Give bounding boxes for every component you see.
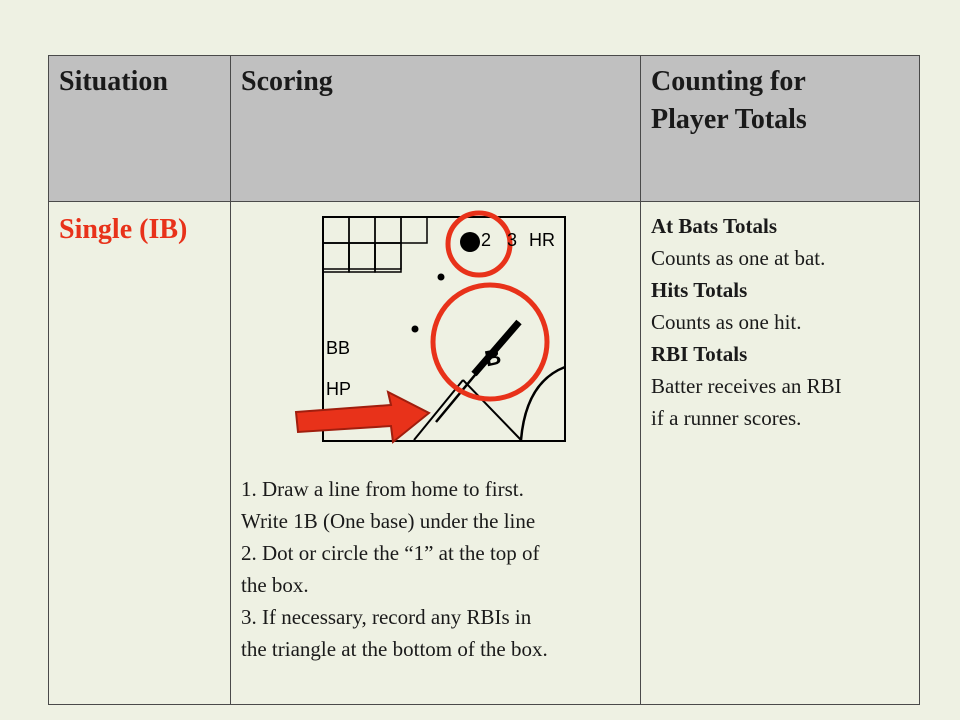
at-bats-text: Counts as one at bat. bbox=[651, 246, 826, 270]
highlight-circle-top bbox=[445, 210, 513, 278]
at-bats-title: At Bats Totals bbox=[651, 214, 778, 238]
rbi-text-line1: Batter receives an RBI bbox=[651, 374, 842, 398]
scorebox-svg bbox=[294, 210, 566, 444]
instruction-line: 1. Draw a line from home to first. bbox=[241, 477, 524, 501]
instructions: 1. Draw a line from home to first. Write… bbox=[231, 462, 640, 665]
base-label-2: 2 bbox=[481, 230, 492, 250]
third-base-line bbox=[413, 379, 464, 441]
situation-label: Single (IB) bbox=[59, 214, 188, 245]
diamond-arc bbox=[519, 365, 566, 441]
hit-line-thick bbox=[471, 319, 522, 377]
instruction-line: Write 1B (One base) under the line bbox=[241, 509, 536, 533]
scoring-table: Situation Scoring Counting for Player To… bbox=[48, 55, 920, 705]
scorebox-diagram: 2 3 HR BB HP B bbox=[231, 202, 641, 462]
table-row: Single (IB) bbox=[48, 201, 920, 705]
hits-text: Counts as one hit. bbox=[651, 310, 802, 334]
header-situation: Situation bbox=[48, 55, 231, 202]
instruction-line: the triangle at the bottom of the box. bbox=[241, 637, 548, 661]
counting-cell: At Bats Totals Counts as one at bat. Hit… bbox=[640, 201, 920, 705]
header-counting: Counting for Player Totals bbox=[640, 55, 920, 202]
scoring-cell: 2 3 HR BB HP B 1. Draw a line from home … bbox=[230, 201, 641, 705]
dot bbox=[411, 325, 419, 333]
instruction-line: the box. bbox=[241, 573, 309, 597]
header-situation-label: Situation bbox=[59, 66, 168, 97]
rbi-title: RBI Totals bbox=[651, 342, 748, 366]
base-label-hr: HR bbox=[529, 230, 555, 250]
situation-cell: Single (IB) bbox=[48, 201, 231, 705]
label-bb: BB bbox=[326, 338, 351, 358]
pointer-arrow-icon bbox=[294, 390, 431, 444]
instruction-line: 3. If necessary, record any RBIs in bbox=[241, 605, 532, 629]
rbi-text-line2: if a runner scores. bbox=[651, 406, 802, 430]
first-base-line bbox=[462, 379, 522, 441]
header-counting-line1: Counting for bbox=[651, 66, 806, 97]
dot bbox=[437, 273, 445, 281]
hits-title: Hits Totals bbox=[651, 278, 748, 302]
header-counting-line2: Player Totals bbox=[651, 104, 807, 135]
header-scoring-label: Scoring bbox=[241, 66, 333, 97]
first-base-dot bbox=[460, 232, 480, 252]
header-scoring: Scoring bbox=[230, 55, 641, 202]
notation-b: B bbox=[482, 343, 504, 372]
header-row: Situation Scoring Counting for Player To… bbox=[48, 55, 920, 202]
highlight-circle-main bbox=[430, 282, 550, 402]
scorebox-outline bbox=[322, 216, 566, 442]
count-grid bbox=[322, 216, 428, 273]
label-hp: HP bbox=[326, 379, 352, 399]
instruction-line: 2. Dot or circle the “1” at the top of bbox=[241, 541, 540, 565]
base-label-3: 3 bbox=[507, 230, 518, 250]
